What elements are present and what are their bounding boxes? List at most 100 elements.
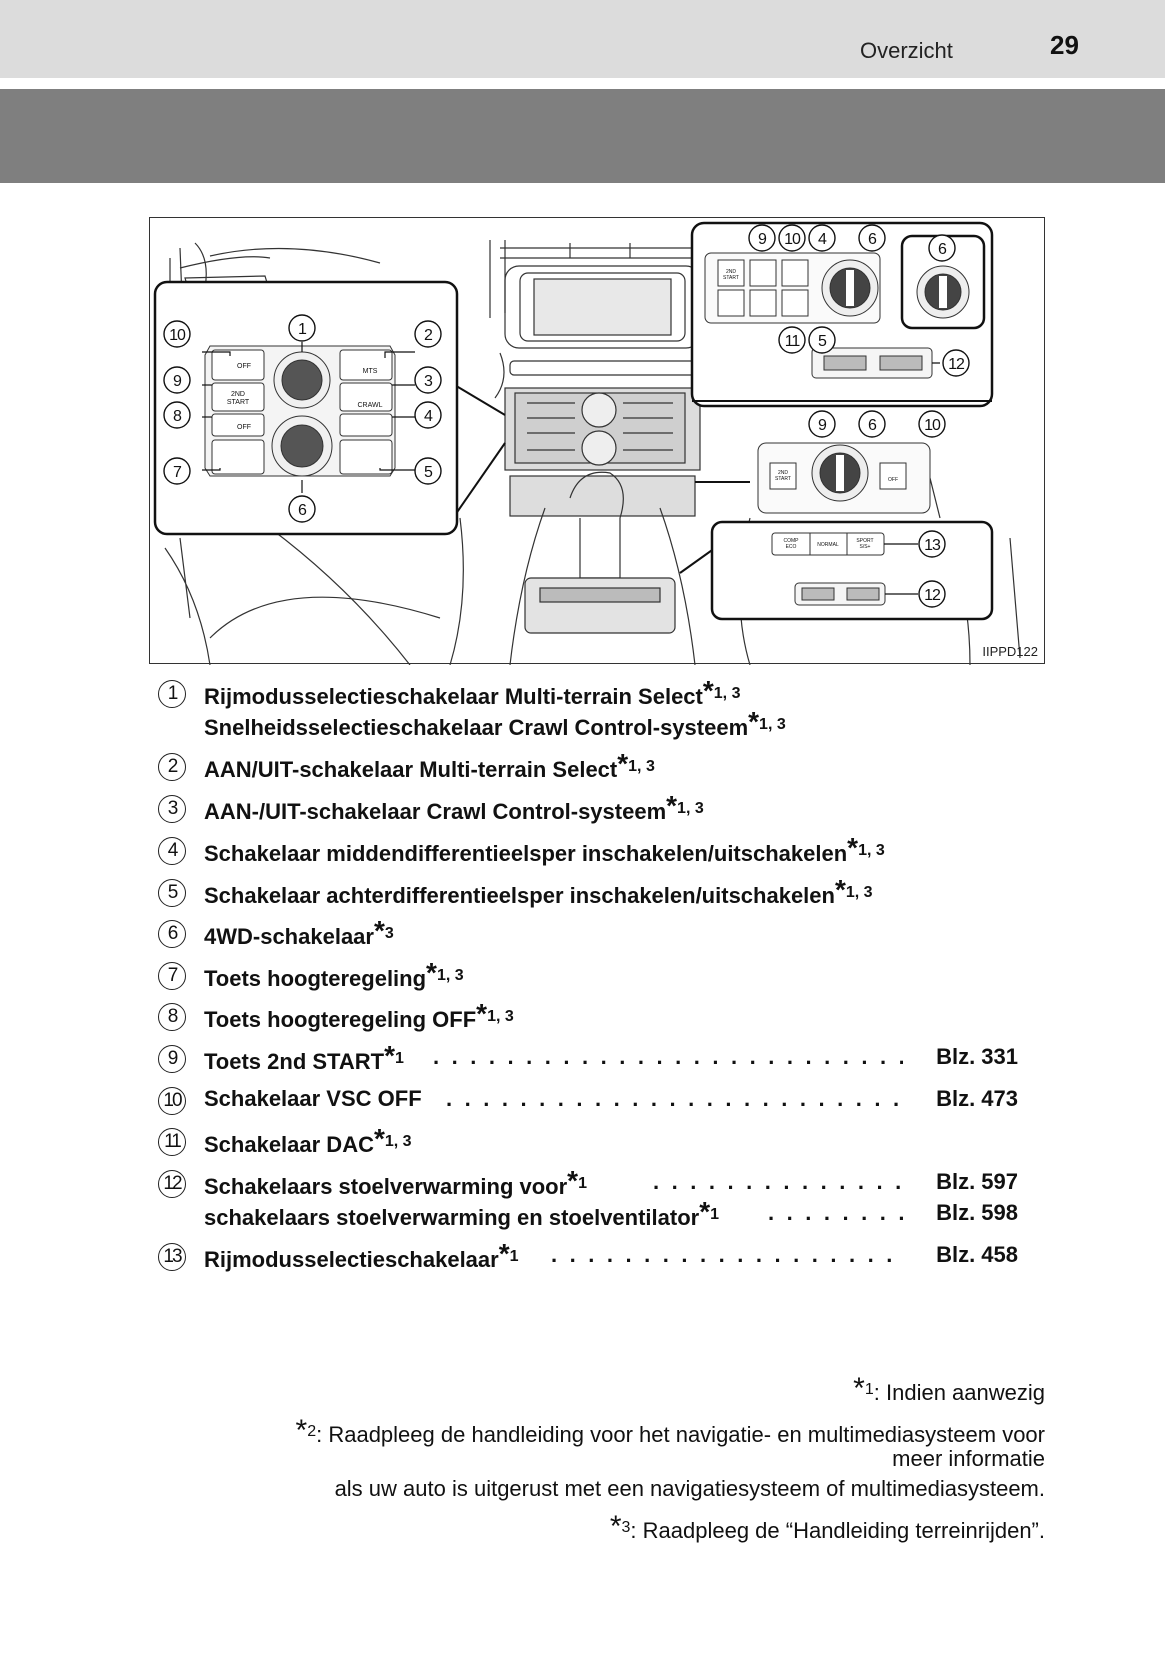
tr-start-label-2: START: [723, 275, 739, 281]
item-number: 10: [158, 1087, 186, 1115]
callout-br-13: 13: [924, 537, 941, 554]
btn-vsc-off-label: OFF: [237, 363, 251, 370]
comp-label-2: ECO: [786, 544, 797, 550]
callout-8: 8: [173, 408, 182, 425]
list-item: 12 Schakelaars stoelverwarming voor*1 . …: [158, 1165, 1018, 1230]
leader-dots: . . . . . . . . . . . . . . . . . . . . …: [551, 1242, 903, 1267]
page-ref: Blz. 597: [936, 1169, 1018, 1194]
callout-tr-4: 4: [818, 231, 827, 248]
btn-mts-label: MTS: [363, 368, 378, 375]
item-text: Toets hoogteregeling*1, 3: [204, 957, 464, 991]
page-number: 29: [1050, 30, 1079, 60]
sport-label-1: SPORT: [856, 538, 873, 544]
callout-1: 1: [298, 321, 307, 338]
leader-dots: . . . . . . . . . . . . . . . . . . . . …: [446, 1086, 903, 1111]
item-text: Schakelaar achterdifferentieelsper insch…: [204, 874, 873, 908]
list-item: 13 Rijmodusselectieschakelaar*1 . . . . …: [158, 1238, 1018, 1273]
callout-tr-6b: 6: [938, 241, 947, 258]
list-item: 6 4WD-schakelaar*3: [158, 915, 1018, 950]
switch-illustration: OFF 2ND START OFF MTS CRAWL: [149, 217, 1045, 665]
list-item: 10 Schakelaar VSC OFF . . . . . . . . . …: [158, 1083, 1018, 1117]
footnote-2-line2: meer informatie: [892, 1446, 1045, 1471]
item-text: Rijmodusselectieschakelaar*1: [204, 1238, 519, 1272]
item-number: 12: [158, 1170, 186, 1198]
callout-5: 5: [424, 464, 433, 481]
item-number: 5: [158, 879, 186, 907]
normal-label: NORMAL: [817, 542, 839, 548]
callout-10: 10: [169, 327, 186, 344]
item-text: Schakelaars stoelverwarming voor*1: [204, 1165, 587, 1199]
item-number: 13: [158, 1243, 186, 1271]
item-number: 4: [158, 837, 186, 865]
list-item: 2 AAN/UIT-schakelaar Multi-terrain Selec…: [158, 748, 1018, 783]
item-number: 6: [158, 920, 186, 948]
callout-mid-9: 9: [818, 417, 827, 434]
chapter-band: [0, 89, 1165, 183]
list-item: 4 Schakelaar middendifferentieelsper ins…: [158, 832, 1018, 867]
item-text: schakelaars stoelverwarming en stoelvent…: [204, 1196, 720, 1230]
page-ref: Blz. 331: [936, 1044, 1018, 1069]
btn-start-label-2: START: [227, 399, 250, 406]
mid-start-label-2: START: [775, 476, 791, 482]
header-bar: [0, 0, 1165, 78]
footnote-2: *2: Raadpleeg de handleiding voor het na…: [295, 1414, 1045, 1447]
callout-4: 4: [424, 408, 433, 425]
item-number: 3: [158, 795, 186, 823]
list-item: 5 Schakelaar achterdifferentieelsper ins…: [158, 874, 1018, 909]
item-text: Rijmodusselectieschakelaar Multi-terrain…: [204, 675, 741, 709]
item-text: Schakelaar DAC*1, 3: [204, 1123, 412, 1157]
callout-br-12: 12: [924, 587, 941, 604]
callout-tr-6: 6: [868, 231, 877, 248]
item-text: AAN/UIT-schakelaar Multi-terrain Select*…: [204, 748, 655, 782]
list-item: 1 Rijmodusselectieschakelaar Multi-terra…: [158, 675, 1018, 740]
page-ref: Blz. 458: [936, 1242, 1018, 1267]
mid-start-label-1: 2ND: [778, 470, 788, 476]
item-number: 9: [158, 1045, 186, 1073]
leader-dots: . . . . . . . . . . . . . .: [768, 1200, 903, 1225]
illustration-drawing: OFF 2ND START OFF MTS CRAWL: [153, 221, 1021, 665]
item-number: 7: [158, 962, 186, 990]
item-number: 11: [158, 1128, 186, 1156]
btn-start-label-1: 2ND: [231, 391, 245, 398]
callout-3: 3: [424, 373, 433, 390]
footnote-1: *1: Indien aanwezig: [853, 1372, 1045, 1405]
footnote-3: *3: Raadpleeg de “Handleiding terreinrij…: [609, 1510, 1045, 1543]
btn-crawl-label: CRAWL: [357, 402, 382, 409]
section-title: Overzicht: [860, 38, 953, 63]
callout-mid-6: 6: [868, 417, 877, 434]
inset-console-switches: OFF 2ND START OFF MTS CRAWL: [153, 280, 459, 536]
callout-mid-10: 10: [924, 417, 941, 434]
callout-6: 6: [298, 502, 307, 519]
callout-9: 9: [173, 373, 182, 390]
list-item: 7 Toets hoogteregeling*1, 3: [158, 957, 1018, 992]
btn-height-off-label: OFF: [237, 424, 251, 431]
item-text: 4WD-schakelaar*3: [204, 915, 394, 949]
item-text: Schakelaar middendifferentieelsper insch…: [204, 832, 885, 866]
callout-tr-9: 9: [758, 231, 767, 248]
callout-tr-10: 10: [784, 231, 801, 248]
inset-4wd-switches: 2ND START 2ND START OFF: [690, 221, 994, 514]
page-ref: Blz. 473: [936, 1086, 1018, 1111]
sport-label-2: S/S+: [860, 544, 871, 550]
item-text: Toets 2nd START*1: [204, 1040, 404, 1074]
page-ref: Blz. 598: [936, 1200, 1018, 1225]
item-text: Snelheidsselectieschakelaar Crawl Contro…: [204, 706, 786, 740]
list-item: 3 AAN-/UIT-schakelaar Crawl Control-syst…: [158, 790, 1018, 825]
leader-dots: . . . . . . . . . . . . . . . . . . . . …: [653, 1169, 903, 1194]
mid-vsc-off-label: OFF: [888, 477, 898, 483]
callout-tr-11: 11: [785, 333, 801, 350]
callout-2: 2: [424, 327, 433, 344]
leader-dots: . . . . . . . . . . . . . . . . . . . . …: [433, 1044, 903, 1069]
item-text: AAN-/UIT-schakelaar Crawl Control-systee…: [204, 790, 704, 824]
list-item: 8 Toets hoogteregeling OFF*1, 3: [158, 998, 1018, 1033]
callout-7: 7: [173, 464, 182, 481]
tr-start-label-1: 2ND: [726, 269, 736, 275]
figure-code: IIPPD122: [982, 644, 1038, 659]
item-number: 1: [158, 680, 186, 708]
callout-tr-5: 5: [818, 333, 827, 350]
item-text: Schakelaar VSC OFF: [204, 1086, 422, 1111]
list-item: 11 Schakelaar DAC*1, 3: [158, 1123, 1018, 1158]
callout-tr-12: 12: [948, 356, 965, 373]
list-item: 9 Toets 2nd START*1 . . . . . . . . . . …: [158, 1040, 1018, 1075]
comp-label-1: COMP: [784, 538, 800, 544]
